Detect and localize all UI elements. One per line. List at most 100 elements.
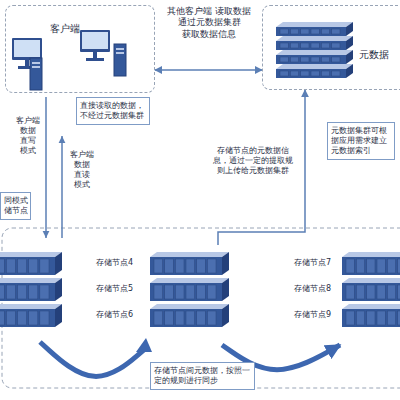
drive-bay (186, 259, 195, 273)
drive-bay (6, 285, 15, 299)
server-front (276, 41, 346, 50)
server-side (346, 64, 353, 78)
drive-bay (301, 43, 309, 48)
server-stack (0, 252, 62, 327)
connector (155, 69, 262, 71)
drive-bay (321, 71, 329, 76)
pc-drive (116, 52, 124, 54)
server-top (342, 278, 400, 283)
drive-bay (290, 57, 298, 62)
read-arrow (61, 136, 63, 238)
drive-bay (346, 285, 354, 299)
drive-bay (290, 43, 298, 48)
drive-bay (301, 57, 309, 62)
drive-bay (377, 259, 385, 273)
drive-bay (290, 71, 298, 76)
drive-bay (280, 57, 288, 62)
drive-bay (18, 285, 27, 299)
server-stack (342, 252, 400, 327)
server-stack (276, 22, 353, 78)
drive-bay (207, 259, 216, 273)
server-front (276, 55, 346, 64)
group-box: 元数据 (262, 5, 400, 90)
server-side (346, 36, 353, 50)
drive-bay (356, 259, 364, 273)
drive-bay (175, 259, 184, 273)
server-top (0, 278, 62, 283)
server-front (0, 309, 55, 327)
callout-text: 同模式 储节点 (4, 196, 27, 216)
drive-bay (367, 259, 375, 273)
server-top (276, 50, 353, 55)
pc-drive (32, 66, 40, 68)
server-top (276, 22, 353, 27)
drive-bay (332, 57, 340, 62)
group-box: 客户端 (5, 5, 155, 93)
server-top (150, 278, 229, 283)
drive-bay (332, 43, 340, 48)
screen (14, 40, 40, 57)
server-front (150, 309, 222, 327)
drive-bay (175, 311, 184, 325)
client-computer (12, 38, 42, 90)
drive-bay (29, 311, 38, 325)
arrowhead (59, 136, 66, 143)
server-side (222, 278, 229, 301)
server-front (342, 257, 400, 275)
drive-bay (301, 71, 309, 76)
drive-bay (377, 311, 385, 325)
server-top (150, 304, 229, 309)
drive-bay (290, 29, 298, 34)
drive-bay (18, 259, 27, 273)
drive-bay (165, 311, 174, 325)
drive-bay (207, 311, 216, 325)
server-front (342, 283, 400, 301)
drive-bay (346, 311, 354, 325)
drive-bay (29, 259, 38, 273)
monitor (80, 30, 110, 52)
connector-label: 其他客户端 读取数据 通过元数据集群 获取数据信息 (158, 6, 260, 40)
drive-bay (398, 285, 400, 299)
drive-bay (398, 259, 400, 273)
server-side (222, 252, 229, 275)
drive-bay (387, 259, 395, 273)
drive-bay (311, 71, 319, 76)
callout-box: 同模式 储节点 (0, 192, 31, 220)
drive-bay (387, 285, 395, 299)
node-label: 存储节点6 (96, 309, 133, 320)
callout-box: 直接读取的数据，不经过元数据集群 (76, 97, 150, 125)
drive-bay (197, 285, 206, 299)
callout-text: 直接读取的数据，不经过元数据集群 (80, 101, 146, 121)
mode-label: 客户端 数据 直写 模式 (13, 116, 43, 156)
node-label: 元数据 (359, 48, 389, 62)
server-top (0, 252, 62, 257)
server-side (55, 304, 62, 327)
node-label: 客户端 (50, 22, 80, 36)
node-label: 存储节点5 (96, 283, 133, 294)
node-label: 存储节点9 (294, 309, 331, 320)
storage-node-group: 存储节点4 存储节点5 存储节点6 (92, 245, 232, 345)
drive-bay (186, 285, 195, 299)
drive-bay (321, 57, 329, 62)
drive-bay (0, 259, 4, 273)
server-side (222, 304, 229, 327)
write-arrow (45, 97, 47, 238)
drive-bay (154, 311, 163, 325)
pc-tower (114, 44, 126, 76)
node-label: 存储节点7 (294, 257, 331, 268)
server-front (150, 283, 222, 301)
drive-bay (356, 311, 364, 325)
server-front (276, 69, 346, 78)
drive-bay (207, 285, 216, 299)
drive-bay (18, 311, 27, 325)
server-stack (150, 252, 229, 327)
server-top (342, 252, 400, 257)
node-label: 存储节点4 (96, 257, 133, 268)
callout-text: 存储节点间元数据，按照一定的规则进行同步 (154, 366, 251, 386)
drive-bay (311, 43, 319, 48)
drive-bay (311, 57, 319, 62)
drive-bay (154, 259, 163, 273)
monitor (12, 38, 42, 60)
